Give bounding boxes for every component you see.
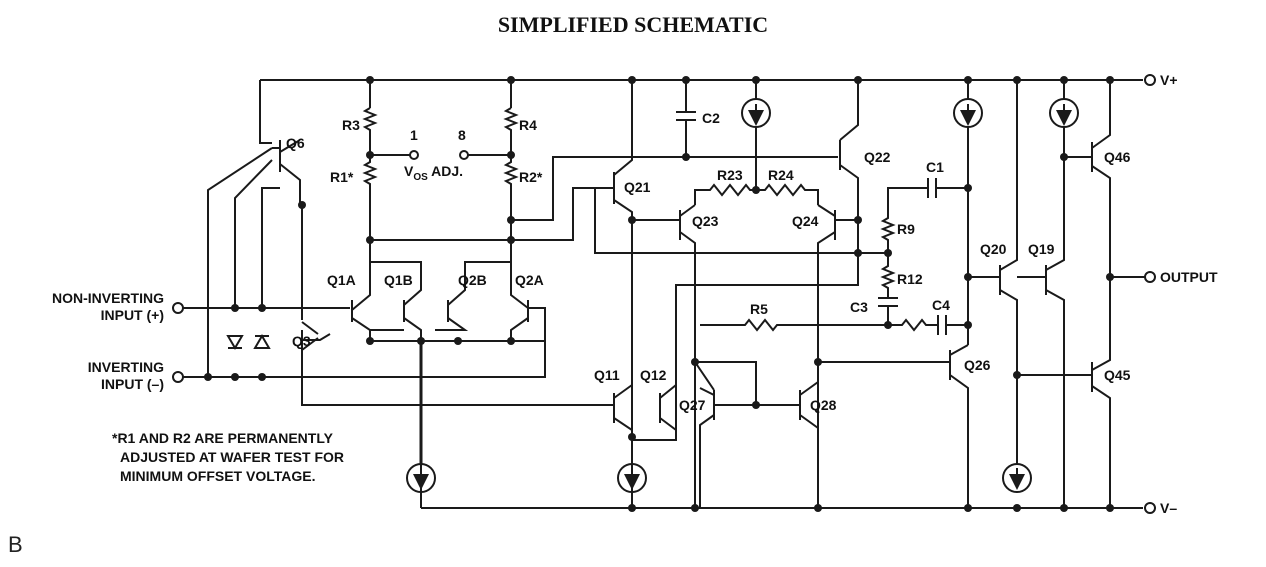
- note-line2: ADJUSTED AT WAFER TEST FOR: [120, 449, 344, 465]
- r3-label: R3: [342, 117, 360, 133]
- note-line1: *R1 AND R2 ARE PERMANENTLY: [112, 430, 334, 446]
- vos-adj-label: VOS ADJ.: [404, 163, 463, 183]
- q2a-label: Q2A: [515, 272, 544, 288]
- q3-label: Q3: [292, 333, 311, 349]
- q26-label: Q26: [964, 357, 991, 373]
- vplus-label: V+: [1160, 72, 1178, 88]
- inverting-label-line1: INVERTING: [88, 359, 164, 375]
- q46-label: Q46: [1104, 149, 1131, 165]
- inverting-label-line2: INPUT (–): [101, 376, 164, 392]
- q11-label: Q11: [594, 367, 620, 383]
- output-label: OUTPUT: [1160, 269, 1218, 285]
- r2-label: R2*: [519, 169, 543, 185]
- noninverting-label-line1: NON-INVERTING: [52, 290, 164, 306]
- q20-current-source: [1002, 375, 1032, 493]
- q27-label: Q27: [679, 397, 706, 413]
- vplus-terminal[interactable]: [1144, 74, 1156, 86]
- input-protection-diodes: [226, 334, 271, 350]
- pin8-label: 8: [458, 127, 466, 143]
- r1-label: R1*: [330, 169, 354, 185]
- corner-letter: B: [8, 532, 23, 557]
- c2-label: C2: [702, 110, 720, 126]
- schematic-title: SIMPLIFIED SCHEMATIC: [497, 12, 769, 37]
- q6-transistor: [207, 139, 302, 377]
- noninverting-input-terminal[interactable]: [172, 302, 184, 314]
- vminus-terminal[interactable]: [1144, 502, 1156, 514]
- r23-label: R23: [717, 167, 743, 183]
- q45-label: Q45: [1104, 367, 1131, 383]
- vplus-rail: [259, 79, 1143, 144]
- input-current-source: [406, 341, 436, 493]
- note-line3: MINIMUM OFFSET VOLTAGE.: [120, 468, 315, 484]
- c3-label: C3: [850, 299, 868, 315]
- output-current-source: [1049, 80, 1079, 157]
- q20-label: Q20: [980, 241, 1007, 257]
- q11-current-source: [617, 437, 647, 493]
- pin8-terminal[interactable]: [459, 150, 469, 160]
- pin1-terminal[interactable]: [409, 150, 419, 160]
- noninverting-label-line2: INPUT (+): [101, 307, 164, 323]
- c1-label: C1: [926, 159, 944, 175]
- q12-label: Q12: [640, 367, 667, 383]
- q22-label: Q22: [864, 149, 891, 165]
- q2b-label: Q2B: [458, 272, 487, 288]
- q1b-label: Q1B: [384, 272, 413, 288]
- q24-label: Q24: [792, 213, 819, 229]
- r24-label: R24: [768, 167, 794, 183]
- pin1-label: 1: [410, 127, 418, 143]
- vminus-label: V–: [1160, 500, 1177, 516]
- q28-label: Q28: [810, 397, 837, 413]
- q23-label: Q23: [692, 213, 719, 229]
- vas-current-source: [953, 80, 983, 345]
- q1a-label: Q1A: [327, 272, 356, 288]
- q19-label: Q19: [1028, 241, 1055, 257]
- q6-label: Q6: [286, 135, 305, 151]
- q21-label: Q21: [624, 179, 651, 195]
- output-terminal[interactable]: [1144, 271, 1156, 283]
- r9-label: R9: [897, 221, 915, 237]
- r5-label: R5: [750, 301, 768, 317]
- q3-transistor: [301, 205, 614, 406]
- r12-label: R12: [897, 271, 923, 287]
- c4-label: C4: [932, 297, 950, 313]
- r4-label: R4: [519, 117, 537, 133]
- diff-stage-current-source: [741, 80, 771, 190]
- inverting-input-terminal[interactable]: [172, 371, 184, 383]
